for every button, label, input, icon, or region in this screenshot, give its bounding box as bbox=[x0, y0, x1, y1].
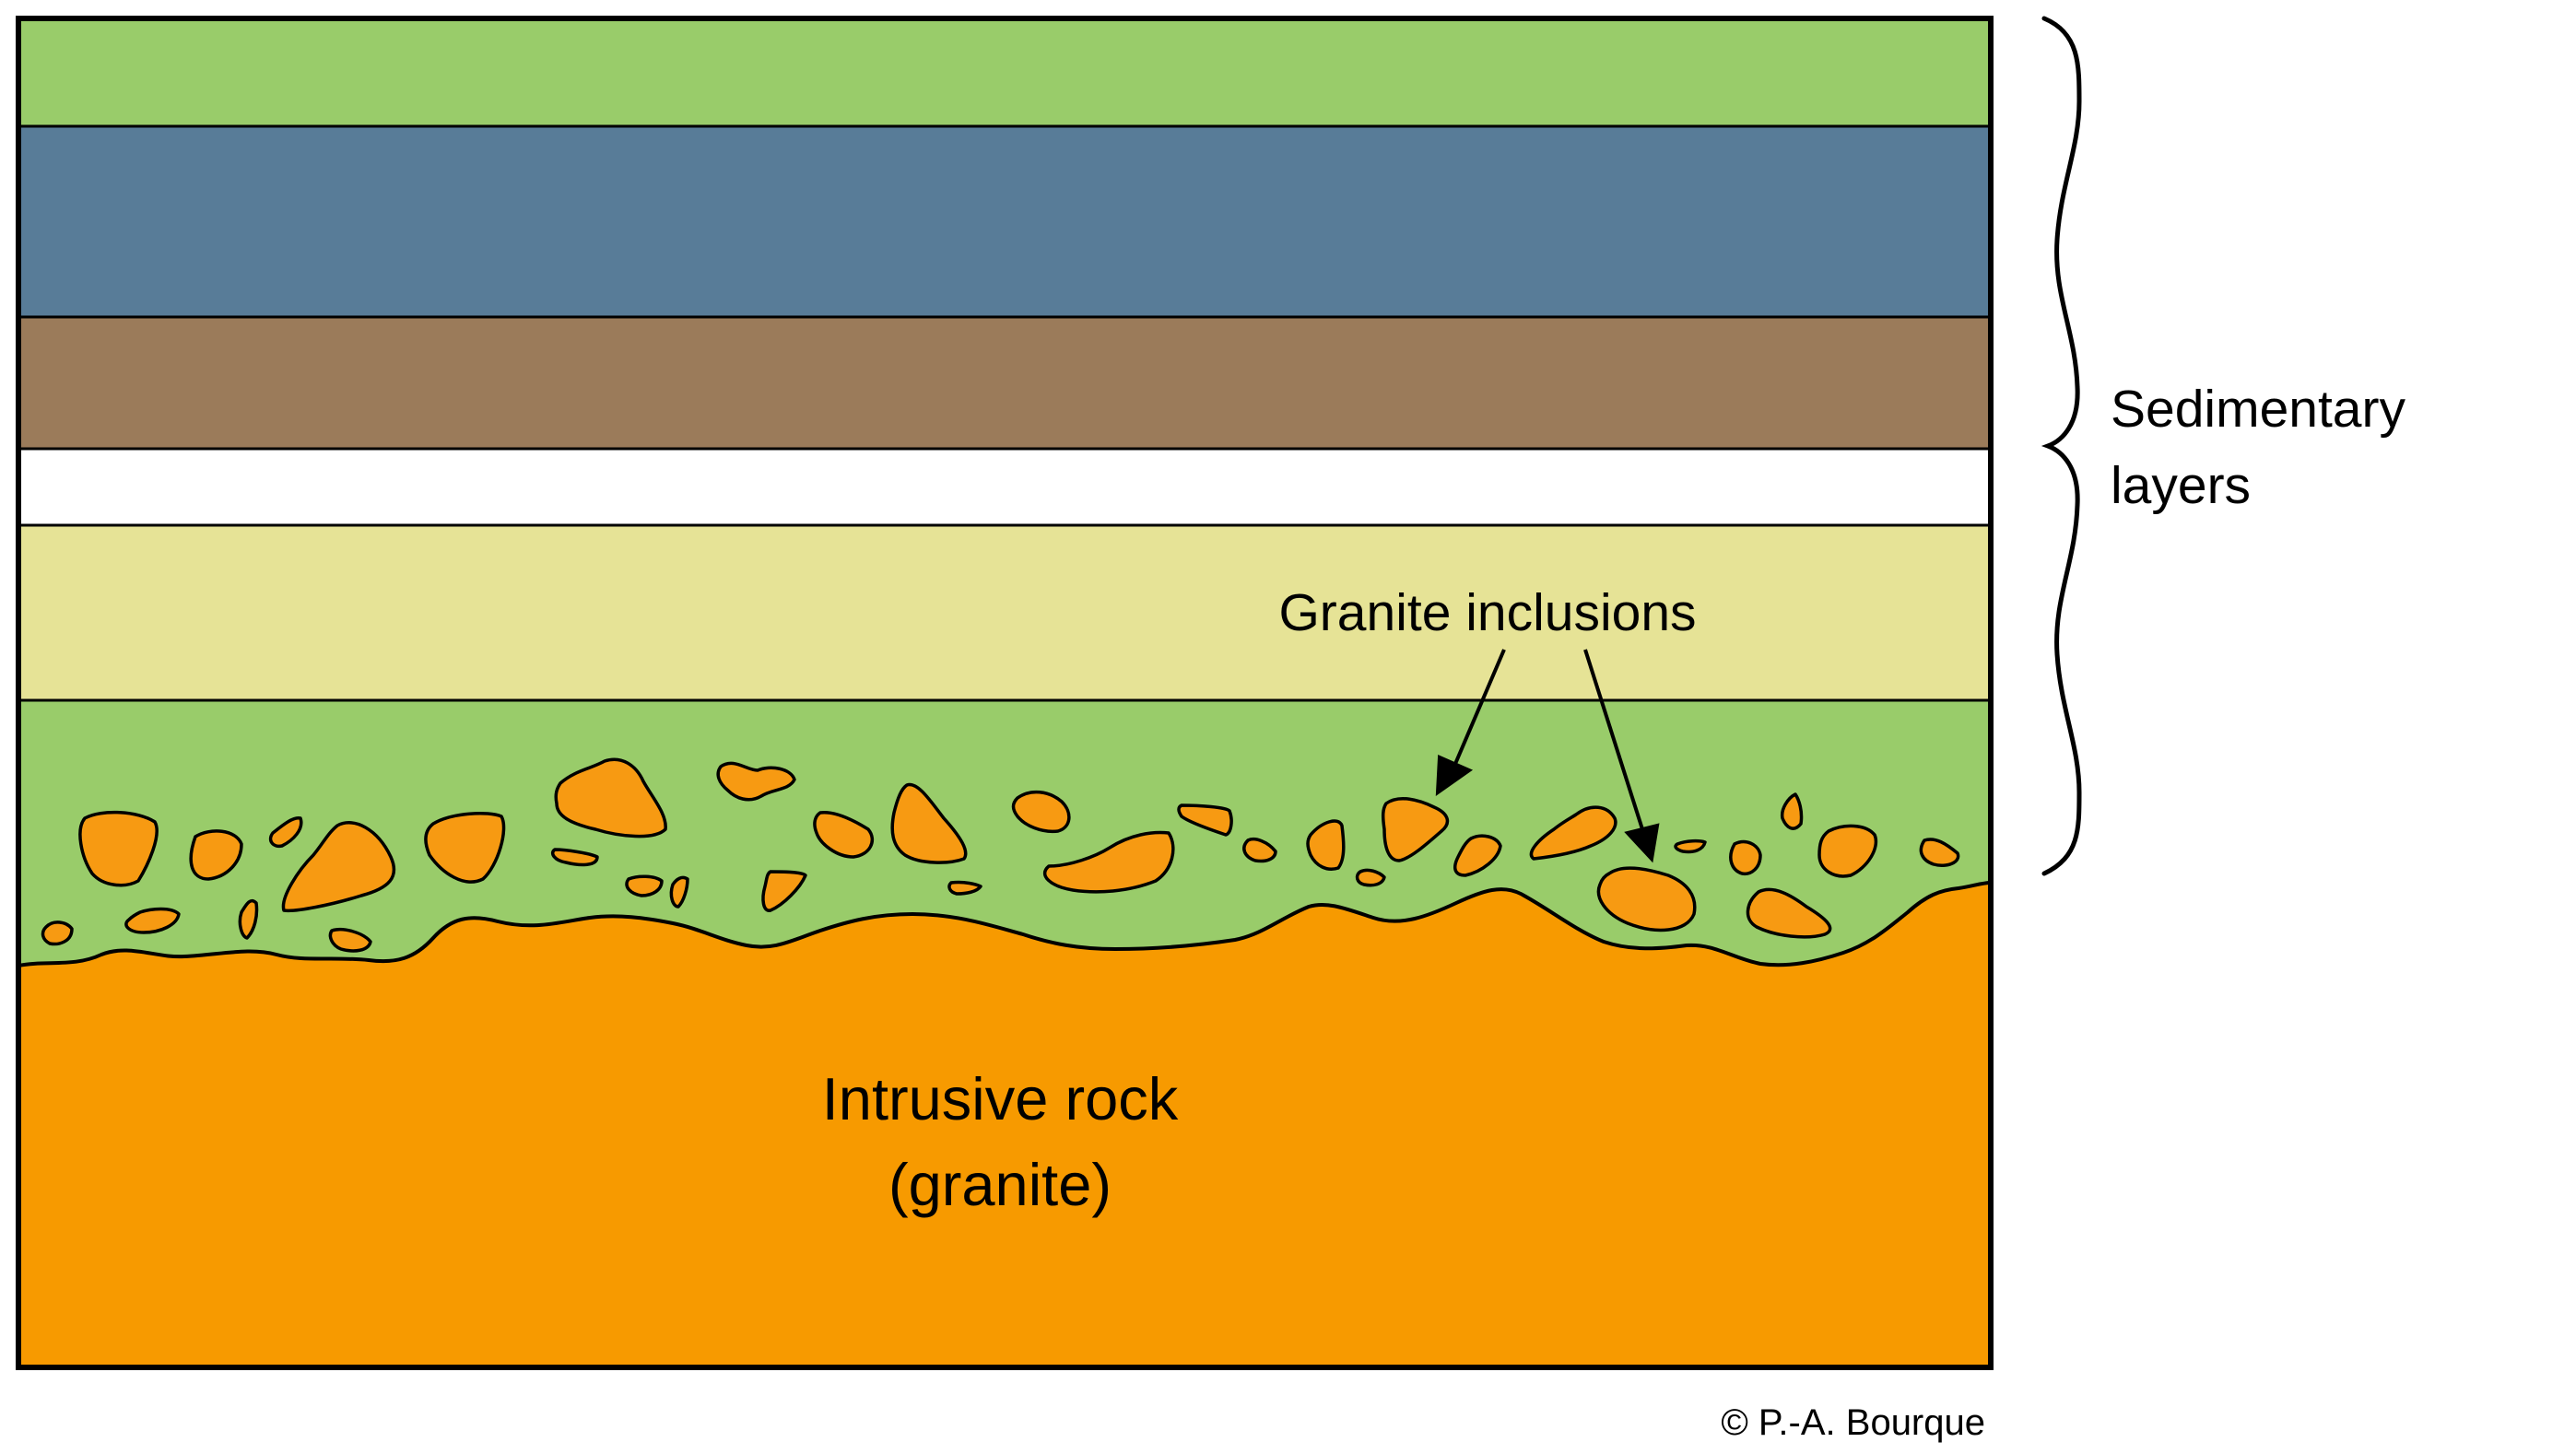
clast bbox=[1381, 797, 1450, 862]
clast bbox=[550, 848, 599, 867]
clast bbox=[1817, 824, 1878, 878]
clast bbox=[78, 810, 159, 887]
clast bbox=[1011, 790, 1071, 834]
sedimentary-label-line1: Sedimentary bbox=[2111, 380, 2405, 439]
layer-blue bbox=[18, 126, 1991, 317]
clast bbox=[1919, 838, 1960, 867]
diagram-frame bbox=[16, 16, 1994, 1370]
sedimentary-brace bbox=[2041, 16, 2082, 876]
clast bbox=[268, 816, 303, 849]
arrow-left-shaft bbox=[1451, 649, 1506, 771]
clast bbox=[1674, 838, 1707, 854]
clast bbox=[813, 811, 874, 859]
clast bbox=[947, 880, 982, 896]
intrusive-label-line2: (granite) bbox=[888, 1151, 1112, 1218]
clast bbox=[669, 875, 689, 909]
clast bbox=[1042, 830, 1175, 894]
arrow-right-head bbox=[1624, 823, 1660, 863]
clast bbox=[761, 870, 807, 912]
copyright: © P.-A. Bourque bbox=[1721, 1402, 1985, 1443]
clast bbox=[890, 782, 968, 864]
clast bbox=[1242, 838, 1277, 863]
granite-clasts bbox=[41, 757, 1960, 953]
clast bbox=[1746, 887, 1832, 939]
clast bbox=[1355, 868, 1386, 887]
layer-cream bbox=[18, 525, 1991, 700]
layer-brown bbox=[18, 317, 1991, 449]
layer-boundaries bbox=[18, 124, 1991, 702]
clast bbox=[124, 907, 181, 934]
clast bbox=[1596, 866, 1697, 932]
intrusive-granite bbox=[17, 881, 1993, 1369]
arrow-right-shaft bbox=[1583, 649, 1644, 830]
clast bbox=[1306, 819, 1346, 871]
clast bbox=[625, 874, 664, 897]
clast bbox=[424, 811, 506, 884]
clast bbox=[716, 761, 796, 802]
clast bbox=[281, 821, 396, 913]
inclusion-arrows bbox=[1435, 649, 1660, 863]
clast bbox=[41, 920, 74, 946]
intrusive-label-line1: Intrusive rock bbox=[822, 1065, 1179, 1132]
clast bbox=[1780, 792, 1804, 830]
clast bbox=[554, 757, 667, 838]
clast bbox=[189, 829, 243, 881]
layer-white bbox=[18, 449, 1991, 525]
inclusions-label: Granite inclusions bbox=[1278, 583, 1696, 642]
clast bbox=[1529, 805, 1617, 861]
layer-green-top bbox=[18, 18, 1991, 126]
clast bbox=[1729, 839, 1762, 876]
sedimentary-label-line2: layers bbox=[2111, 456, 2251, 515]
clast bbox=[238, 898, 259, 940]
clast bbox=[328, 928, 372, 953]
clast bbox=[1453, 834, 1502, 877]
arrow-left-head bbox=[1435, 755, 1474, 797]
clast bbox=[1177, 803, 1233, 837]
